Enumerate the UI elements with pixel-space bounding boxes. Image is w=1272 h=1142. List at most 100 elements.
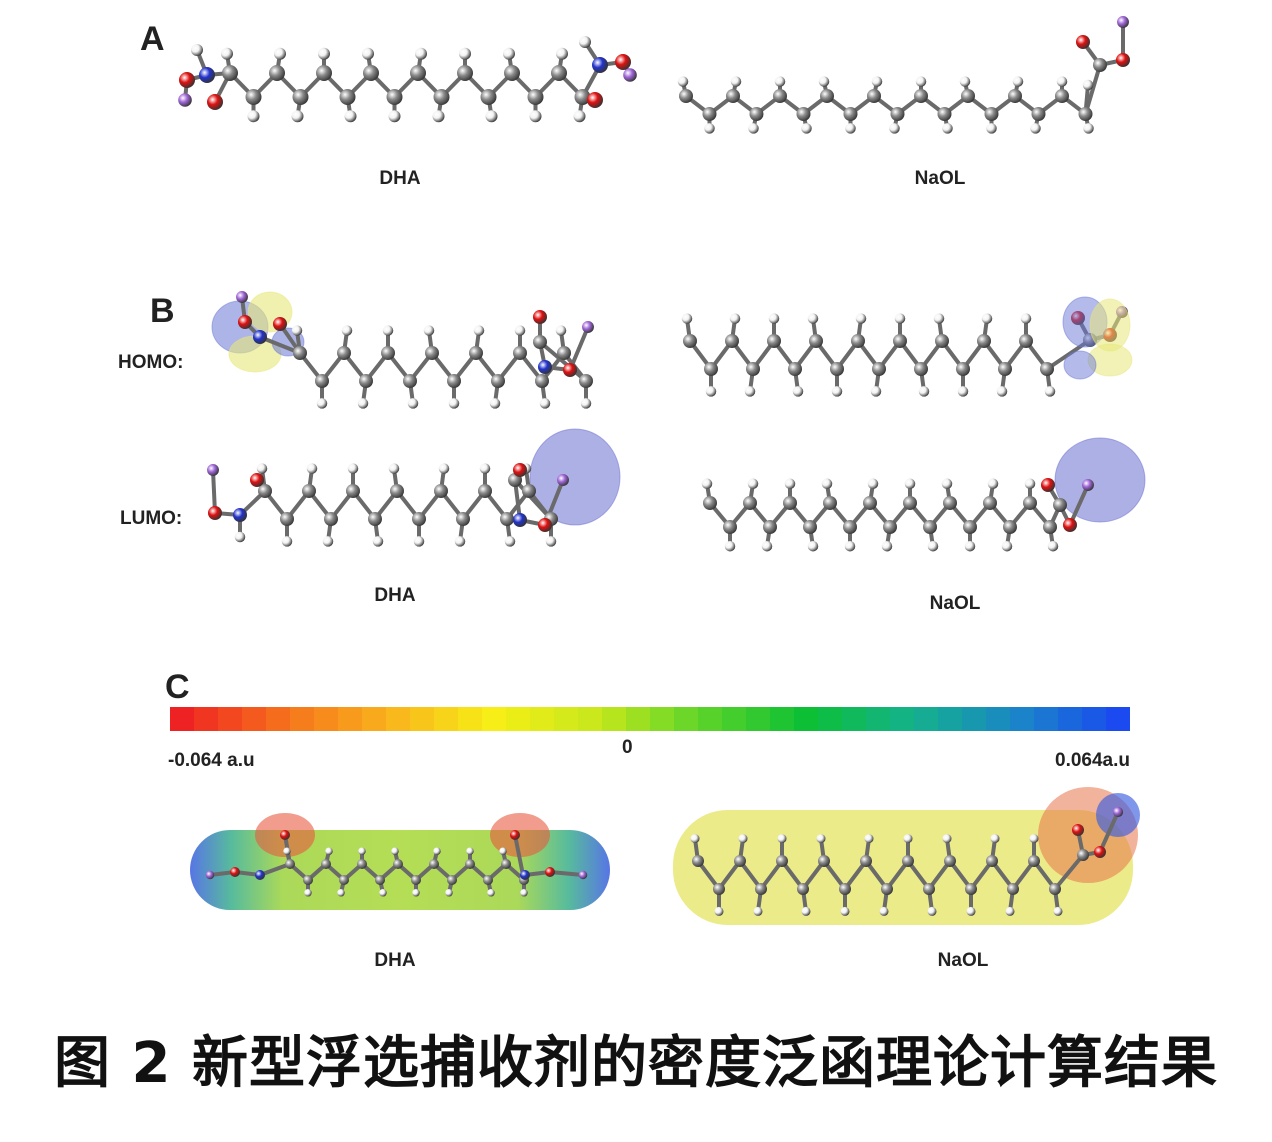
hydrogen-atom <box>915 76 927 87</box>
carbon-atom <box>339 875 349 885</box>
hydrogen-atom <box>801 906 811 916</box>
carbon-atom <box>893 334 907 348</box>
carbon-atom <box>447 374 461 388</box>
carbon-atom <box>403 374 417 388</box>
hydrogen-atom <box>191 44 203 56</box>
carbon-atom <box>285 859 295 869</box>
colorbar-segment <box>170 707 195 731</box>
hydrogen-atom <box>503 47 515 60</box>
hydrogen-atom <box>485 110 498 123</box>
carbon-atom <box>457 65 473 81</box>
colorbar-segment <box>722 707 747 731</box>
label-naol-b: NaOL <box>929 593 981 614</box>
carbon-atom <box>1003 520 1017 534</box>
carbon-atom <box>734 855 746 867</box>
hydrogen-atom <box>966 906 976 916</box>
hydrogen-atom <box>438 463 450 474</box>
hydrogen-atom <box>903 834 913 844</box>
hydrogen-atom <box>807 540 819 552</box>
hydrogen-atom <box>792 386 804 397</box>
colorbar-segment <box>194 707 219 731</box>
oxygen-atom <box>533 310 547 324</box>
hydrogen-atom <box>545 536 557 547</box>
carbon-atom <box>839 883 851 895</box>
carbon-atom <box>746 362 760 376</box>
hydrogen-atom <box>473 325 485 336</box>
carbon-atom <box>713 883 725 895</box>
hydrogen-atom <box>942 123 953 134</box>
hydrogen-atom <box>981 313 993 324</box>
carbon-atom <box>783 496 797 510</box>
hydrogen-atom <box>986 123 997 134</box>
carbon-atom <box>1043 520 1057 534</box>
hydrogen-atom <box>918 386 930 397</box>
hydrogen-atom <box>840 906 850 916</box>
oxygen-atom <box>250 473 264 487</box>
carbon-atom <box>429 859 439 869</box>
colorbar-segment <box>746 707 771 731</box>
oxygen-atom <box>280 830 290 840</box>
carbon-atom <box>903 496 917 510</box>
carbon-atom <box>302 484 316 498</box>
hydrogen-atom <box>316 398 328 409</box>
hydrogen-atom <box>306 463 318 474</box>
hydrogen-atom <box>729 313 741 324</box>
colorbar-segment <box>506 707 531 731</box>
oxygen-atom <box>179 72 195 88</box>
carbon-atom <box>1008 89 1022 103</box>
hydrogen-atom <box>705 386 717 397</box>
hydrogen-atom <box>864 834 874 844</box>
hydrogen-atom <box>724 540 736 552</box>
hydrogen-atom <box>412 889 420 897</box>
oxygen-atom <box>238 315 252 329</box>
hydrogen-atom <box>1012 76 1024 87</box>
hydrogen-atom <box>871 76 883 87</box>
carbon-atom <box>872 362 886 376</box>
hydrogen-atom <box>738 834 748 844</box>
hydrogen-atom <box>1053 906 1063 916</box>
hydrogen-atom <box>867 478 879 490</box>
hydrogen-atom <box>831 386 843 397</box>
oxygen-atom <box>538 518 552 532</box>
colorbar-segment <box>866 707 891 731</box>
scale-min-label: -0.064 a.u <box>168 750 255 771</box>
hydrogen-atom <box>358 847 366 855</box>
homo-lobe-positive <box>1089 298 1131 352</box>
carbon-atom <box>803 520 817 534</box>
hydrogen-atom <box>990 834 1000 844</box>
colorbar-segment <box>794 707 819 731</box>
hydrogen-atom <box>291 325 303 336</box>
naol-ball-stick-model <box>677 16 1130 134</box>
carbon-atom <box>522 484 536 498</box>
carbon-atom <box>533 335 547 349</box>
carbon-atom <box>527 89 544 105</box>
carbon-atom <box>1055 89 1069 103</box>
carbon-atom <box>359 374 373 388</box>
hydrogen-atom <box>845 123 856 134</box>
hydrogen-atom <box>291 110 304 123</box>
label-dha-c: DHA <box>374 950 416 971</box>
oxygen-atom <box>230 867 240 877</box>
carbon-atom <box>704 362 718 376</box>
hydrogen-atom <box>942 834 952 844</box>
carbon-atom <box>315 374 329 388</box>
hydrogen-atom <box>520 889 528 897</box>
carbon-atom <box>258 484 272 498</box>
colorbar-segment <box>482 707 507 731</box>
carbon-atom <box>280 512 294 526</box>
hydrogen-atom <box>1044 386 1056 397</box>
carbon-atom <box>983 496 997 510</box>
carbon-atom <box>535 374 549 388</box>
hydrogen-atom <box>341 325 353 336</box>
hydrogen-atom <box>337 889 345 897</box>
sodium-atom <box>582 321 594 333</box>
colorbar-segment <box>458 707 483 731</box>
carbon-atom <box>914 362 928 376</box>
carbon-atom <box>1007 883 1019 895</box>
carbon-atom <box>1093 58 1107 72</box>
hydrogen-atom <box>801 123 812 134</box>
carbon-atom <box>914 89 928 103</box>
carbon-atom <box>411 875 421 885</box>
hydrogen-atom <box>996 386 1008 397</box>
carbon-atom <box>513 346 527 360</box>
